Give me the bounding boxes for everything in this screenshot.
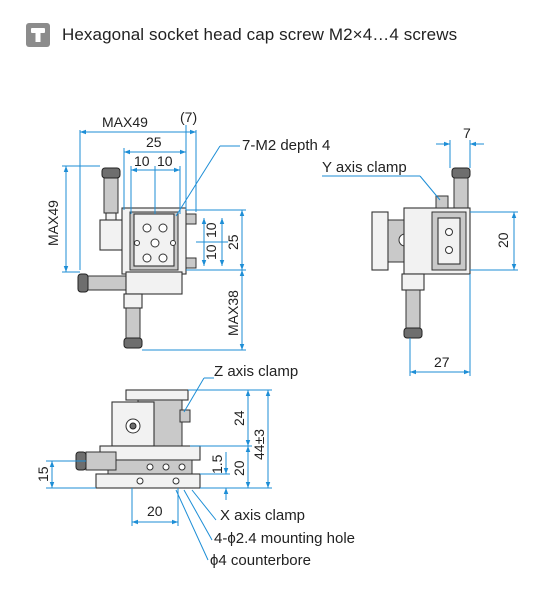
label-z-clamp: Z axis clamp <box>214 363 298 380</box>
dim-10-vertical-b: 10 <box>203 222 219 238</box>
dim-20: 20 <box>495 232 511 248</box>
hex-screw-icon <box>26 23 50 47</box>
side-view: 7 20 27 Y axis clamp <box>322 125 518 376</box>
front-view-dimensions <box>46 377 272 561</box>
side-view-stage <box>371 167 471 339</box>
dim-20-vertical: 20 <box>231 460 247 476</box>
dim-10-right: 10 <box>157 153 173 169</box>
dim-25-horizontal: 25 <box>146 134 162 150</box>
dim-7: 7 <box>463 125 471 141</box>
dim-max-width: MAX49 <box>102 114 148 130</box>
front-view-stage <box>75 389 201 489</box>
label-counterbore: ϕ4 counterbore <box>210 552 311 569</box>
label-y-clamp: Y axis clamp <box>322 159 407 176</box>
header-title: Hexagonal socket head cap screw M2×4…4 s… <box>62 25 458 44</box>
dim-27: 27 <box>434 354 450 370</box>
top-view: MAX49 (7) 25 10 10 MAX49 25 10 10 MAX38 … <box>45 109 330 351</box>
dim-24: 24 <box>231 410 247 426</box>
dim-10-left: 10 <box>134 153 150 169</box>
label-mounting-hole: 4-ϕ2.4 mounting hole <box>214 530 355 547</box>
label-x-clamp: X axis clamp <box>220 507 305 524</box>
label-tapped-holes: 7-M2 depth 4 <box>242 137 330 154</box>
dim-44: 44±3 <box>251 429 267 460</box>
dim-25-vertical: 25 <box>225 234 241 250</box>
dim-15: 15 <box>35 466 51 482</box>
dim-10-vertical-a: 10 <box>203 244 219 260</box>
top-view-dimensions <box>62 125 246 351</box>
dim-max-height: MAX49 <box>45 200 61 246</box>
header: Hexagonal socket head cap screw M2×4…4 s… <box>26 22 457 48</box>
front-view: Z axis clamp X axis clamp 4-ϕ2.4 mountin… <box>35 363 355 569</box>
dim-20-horizontal: 20 <box>147 503 163 519</box>
side-view-dimensions <box>322 140 518 376</box>
dim-1-5: 1.5 <box>209 454 225 474</box>
dim-offset: (7) <box>180 109 197 125</box>
top-view-stage <box>77 167 197 349</box>
dim-max38: MAX38 <box>225 290 241 336</box>
